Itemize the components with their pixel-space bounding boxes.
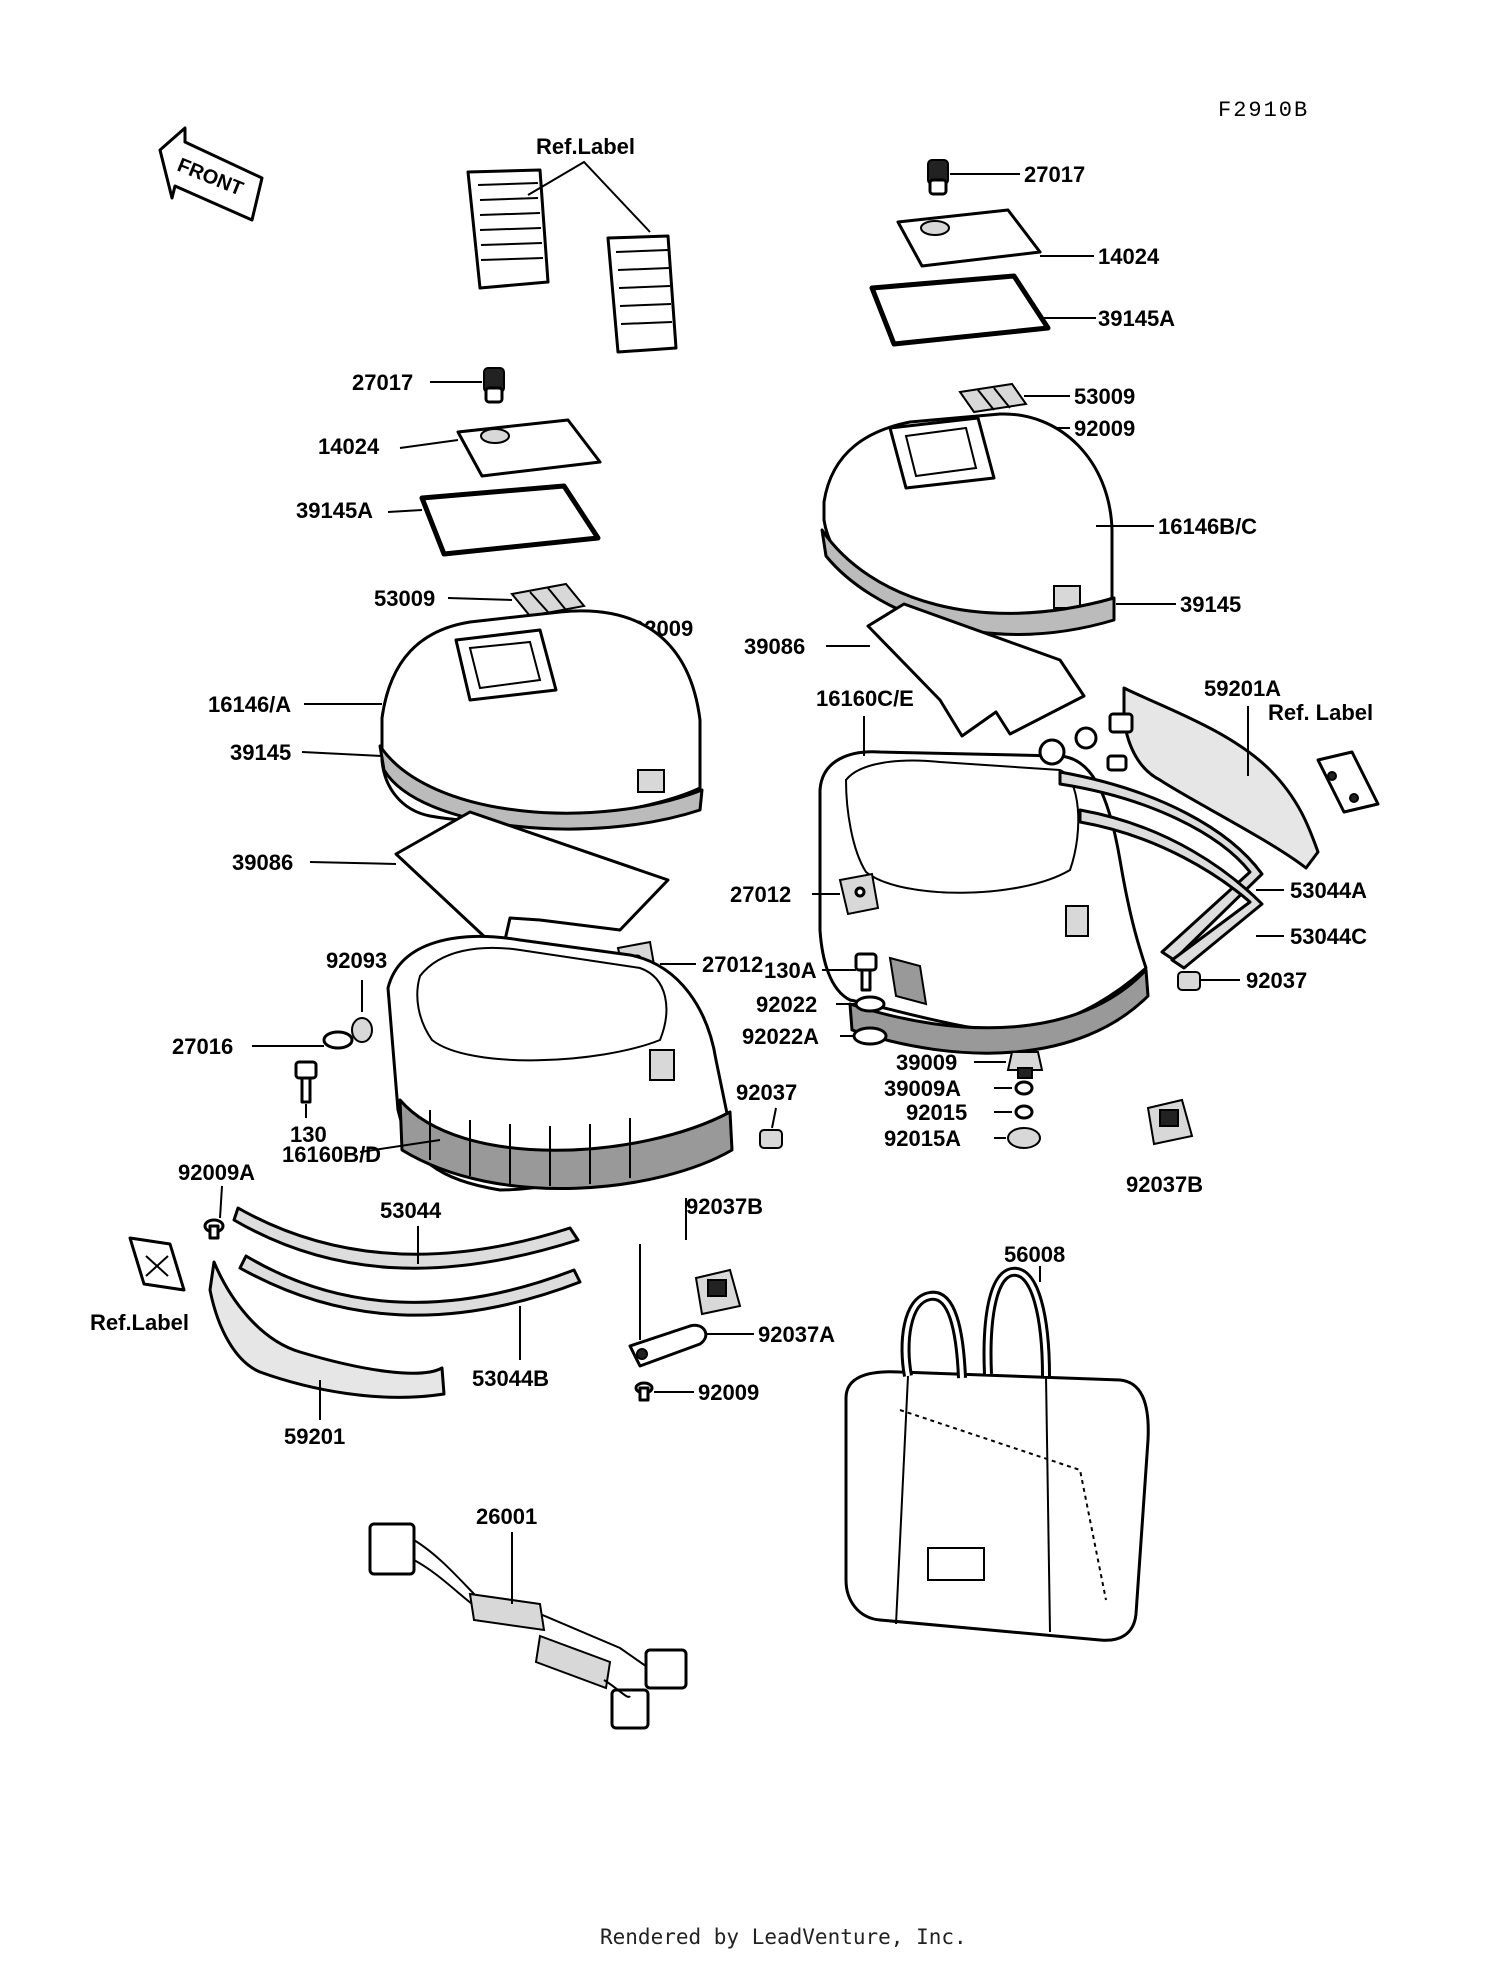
- label-92037-left: 92037: [736, 1080, 797, 1105]
- ref-label-stickers: [466, 160, 678, 354]
- label-39145A-right: 39145A: [1098, 306, 1175, 331]
- ref-label-left-sticker: [128, 1236, 186, 1292]
- label-39086-right: 39086: [744, 634, 805, 659]
- label-92022: 92022: [756, 992, 817, 1017]
- label-14024-left: 14024: [318, 434, 380, 459]
- footer-credit: Rendered by LeadVenture, Inc.: [600, 1925, 967, 1949]
- screw-92009A: [203, 1218, 225, 1240]
- label-39145-right: 39145: [1180, 592, 1241, 617]
- grommet-39009: [1006, 1051, 1044, 1079]
- label-ref-label-left: Ref.Label: [90, 1310, 189, 1335]
- label-92009-bottom: 92009: [698, 1380, 759, 1405]
- label-92037B-left: 92037B: [686, 1194, 763, 1219]
- label-59201A: 59201A: [1204, 676, 1281, 701]
- nut-92037-left: [759, 1129, 783, 1149]
- label-16146A-left: 16146/A: [208, 692, 291, 717]
- reflector-59201A: [1122, 686, 1320, 870]
- label-92022A: 92022A: [742, 1024, 819, 1049]
- mat-39086-right: [866, 602, 1086, 738]
- lock-27017-left: [483, 367, 505, 404]
- label-53044: 53044: [380, 1198, 442, 1223]
- screw-92009-bottom: [634, 1381, 654, 1402]
- reflector-59201: [208, 1260, 446, 1399]
- hinge-53009-right: [958, 382, 1028, 414]
- washer-92022: [854, 995, 886, 1013]
- diagram-code: F2910B: [1218, 98, 1309, 123]
- case-16160BD-left: [386, 935, 734, 1192]
- label-27012-left: 27012: [702, 952, 763, 977]
- label-27016: 27016: [172, 1034, 233, 1059]
- label-53009-left: 53009: [374, 586, 435, 611]
- seal-39145-right: [820, 528, 1116, 636]
- cover-16146A-left: [380, 609, 702, 824]
- label-92037-right: 92037: [1246, 968, 1307, 993]
- label-39145A-left: 39145A: [296, 498, 373, 523]
- ref-label-right-sticker: [1316, 750, 1380, 814]
- washer-39009A: [1014, 1080, 1034, 1096]
- gasket-39145A-left: [419, 483, 601, 557]
- label-130A: 130A: [764, 958, 817, 983]
- label-27017-left: 27017: [352, 370, 413, 395]
- front-arrow-icon: FRONT: [158, 126, 264, 222]
- label-39086-left: 39086: [232, 850, 293, 875]
- washer-92022A: [852, 1026, 888, 1046]
- label-39145-left: 39145: [230, 740, 291, 765]
- nut-92015: [1014, 1104, 1034, 1120]
- label-ref-label-right: Ref. Label: [1268, 700, 1373, 725]
- bag-56008: [844, 1266, 1150, 1642]
- label-92009A: 92009A: [178, 1160, 255, 1185]
- label-26001: 26001: [476, 1504, 537, 1529]
- label-27017-right: 27017: [1024, 162, 1085, 187]
- lock-27017-right: [927, 159, 949, 196]
- label-16160CE: 16160C/E: [816, 686, 914, 711]
- label-16146BC: 16146B/C: [1158, 514, 1257, 539]
- label-39009: 39009: [896, 1050, 957, 1075]
- washer-92015A: [1007, 1127, 1041, 1149]
- label-53009-right: 53009: [1074, 384, 1135, 409]
- label-92037B-right: 92037B: [1126, 1172, 1203, 1197]
- label-16160BD: 16160B/D: [282, 1142, 381, 1167]
- strip-53044A: [1058, 770, 1264, 962]
- nut-92037-right: [1177, 971, 1201, 991]
- label-39009A: 39009A: [884, 1076, 961, 1101]
- label-53044A: 53044A: [1290, 878, 1367, 903]
- clip-92037B-left: [694, 1268, 742, 1316]
- strip-53044: [232, 1206, 580, 1270]
- lid-14024-right: [896, 208, 1042, 268]
- bolt-130: [294, 1060, 318, 1104]
- label-ref-label-top: Ref.Label: [536, 134, 635, 159]
- strap-92037A: [628, 1323, 708, 1368]
- case-16160CE-right: [818, 750, 1150, 1055]
- strip-53044C: [1078, 808, 1264, 970]
- harness-26001: [368, 1522, 688, 1730]
- seal-39145-left: [378, 744, 704, 831]
- lid-14024-left: [456, 418, 602, 478]
- label-92009-right: 92009: [1074, 416, 1135, 441]
- bracket-27012-right: [838, 872, 880, 916]
- label-14024-right: 14024: [1098, 244, 1160, 269]
- label-53044C: 53044C: [1290, 924, 1367, 949]
- label-92093: 92093: [326, 948, 387, 973]
- bolt-59201A-mount: [1038, 712, 1134, 772]
- strip-53044B: [238, 1254, 582, 1317]
- label-56008: 56008: [1004, 1242, 1065, 1267]
- label-59201: 59201: [284, 1424, 345, 1449]
- cover-16146BC-right: [822, 412, 1114, 631]
- label-130: 130: [290, 1122, 327, 1147]
- hinge-53009-left: [510, 582, 586, 618]
- bolt-130A: [854, 952, 878, 992]
- label-92015: 92015: [906, 1100, 967, 1125]
- label-92015A: 92015A: [884, 1126, 961, 1151]
- label-53044B: 53044B: [472, 1366, 549, 1391]
- mat-39086-left: [394, 810, 670, 942]
- label-27012-right: 27012: [730, 882, 791, 907]
- gasket-39145A-right: [869, 273, 1051, 347]
- label-92037A: 92037A: [758, 1322, 835, 1347]
- clip-92037B-right: [1146, 1098, 1194, 1146]
- latch-27016: [322, 1017, 373, 1050]
